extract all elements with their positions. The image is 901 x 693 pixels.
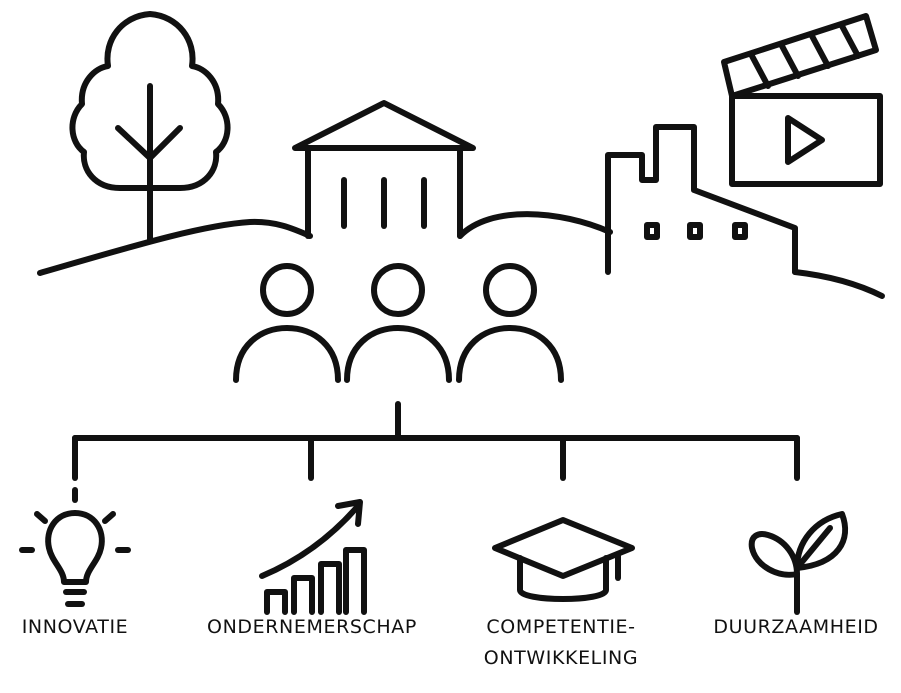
label-duurzaamheid: DUURZAAMHEID <box>713 616 879 638</box>
label-innovatie: INNOVATIE <box>21 616 129 638</box>
hill-line-middle <box>457 211 613 239</box>
tree-icon <box>69 11 231 243</box>
lightbulb-icon <box>19 487 131 607</box>
hill-line-right <box>792 269 885 299</box>
castle-icon <box>605 124 798 275</box>
building-columns-icon <box>292 100 476 239</box>
graduation-cap-icon <box>492 517 635 602</box>
label-competentieontwikkeling: COMPETENTIE- ONTWIKKELING <box>483 616 639 669</box>
people-group-icon <box>233 263 564 383</box>
label-ondernemerschap: ONDERNEMERSCHAP <box>207 616 417 638</box>
sprout-icon <box>748 511 849 615</box>
hill-line-left <box>37 218 313 276</box>
film-clapper-icon <box>721 13 883 187</box>
connector-lines <box>72 401 800 481</box>
growth-chart-icon <box>259 499 367 615</box>
